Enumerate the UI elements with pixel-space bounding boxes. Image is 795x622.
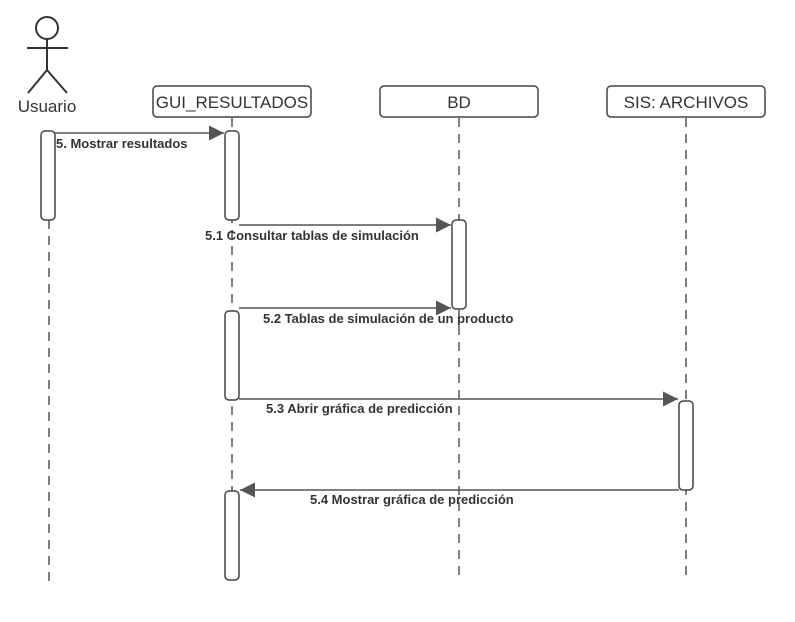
message-5-label: 5. Mostrar resultados	[56, 136, 188, 151]
message-5-3: 5.3 Abrir gráfica de predicción	[239, 391, 678, 416]
participant-gui: GUI_RESULTADOS	[152, 85, 312, 118]
participant-sis: SIS: ARCHIVOS	[606, 85, 766, 118]
activation-gui-2	[224, 310, 240, 401]
activation-gui-3	[224, 490, 240, 581]
activation-bd	[451, 219, 467, 310]
message-5-1: 5.1 Consultar tablas de simulación	[205, 217, 451, 243]
actor-label: Usuario	[18, 97, 77, 116]
message-5-4: 5.4 Mostrar gráfica de predicción	[240, 482, 679, 507]
message-5-1-label: 5.1 Consultar tablas de simulación	[205, 228, 419, 243]
message-5-4-label: 5.4 Mostrar gráfica de predicción	[310, 492, 514, 507]
participant-bd: BD	[379, 85, 539, 118]
message-5: 5. Mostrar resultados	[55, 125, 224, 151]
actor-stick-figure-icon	[27, 16, 68, 94]
actor-usuario: Usuario	[18, 16, 77, 116]
message-5-2-label: 5.2 Tablas de simulación de un producto	[263, 311, 513, 326]
message-5-3-label: 5.3 Abrir gráfica de predicción	[266, 401, 453, 416]
activation-actor	[40, 130, 56, 221]
participant-bd-label: BD	[447, 93, 471, 112]
message-5-2: 5.2 Tablas de simulación de un producto	[239, 300, 513, 326]
activation-gui-1	[224, 130, 240, 221]
participant-gui-label: GUI_RESULTADOS	[156, 93, 308, 112]
participant-sis-label: SIS: ARCHIVOS	[624, 93, 749, 112]
activation-sis	[678, 400, 694, 491]
